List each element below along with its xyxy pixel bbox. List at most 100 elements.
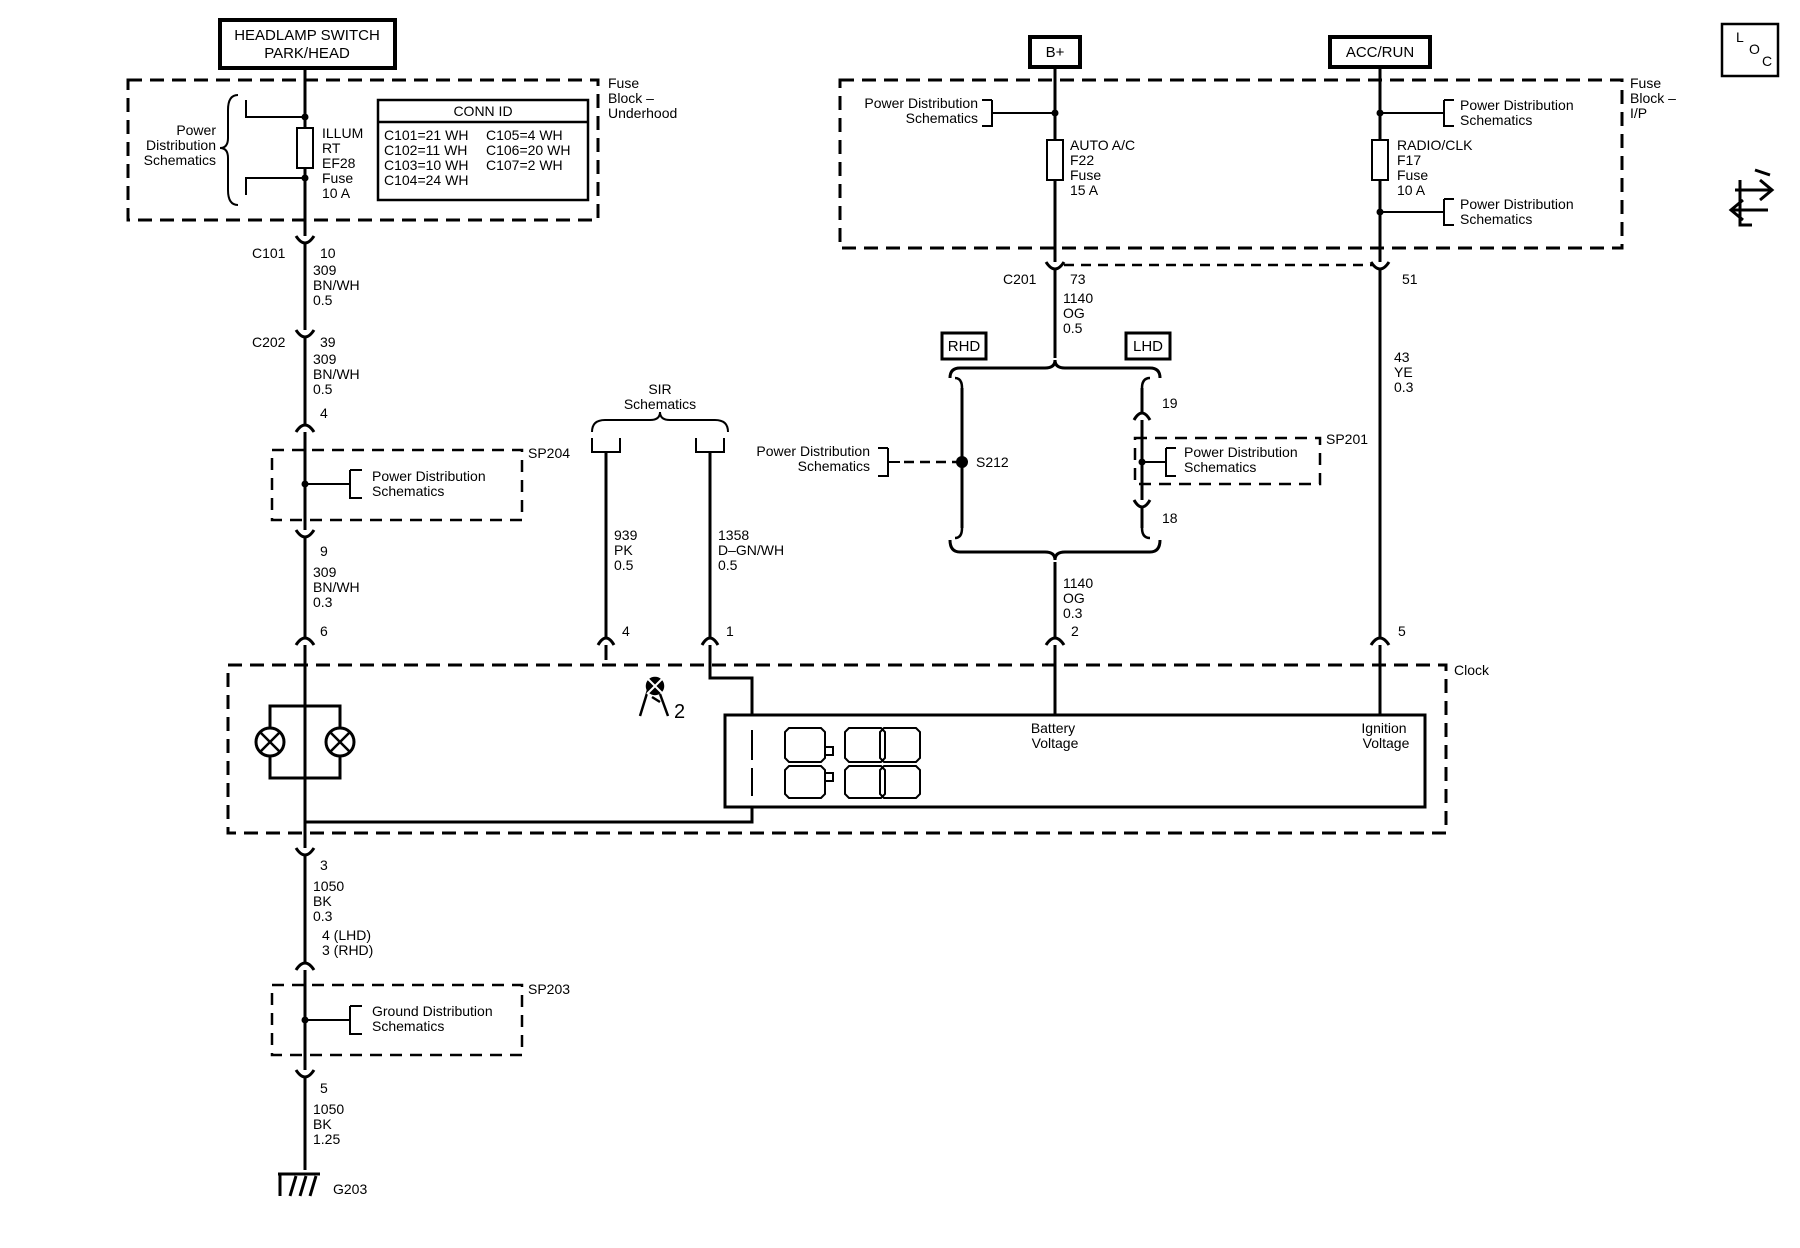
lhd-label: LHD xyxy=(1133,338,1163,355)
wire5-color: BK xyxy=(313,1116,332,1132)
center-w2-gauge: 0.3 xyxy=(1063,605,1083,621)
center-w2-color: OG xyxy=(1063,590,1085,606)
fbip-pdr1-1: Power Distribution xyxy=(1460,97,1574,113)
fbip-pdl-2: Schematics xyxy=(906,110,978,126)
fbip-pdr2-1: Power Distribution xyxy=(1460,196,1574,212)
airbag-count: 2 xyxy=(674,701,685,723)
auto-ac-fuse-label: AUTO A/C F22 Fuse 15 A xyxy=(1070,137,1135,198)
fuse-block-ip-border xyxy=(838,78,1624,250)
conn-id-c106: C106=20 WH xyxy=(486,142,570,158)
auto-ac-l3: Fuse xyxy=(1070,167,1101,183)
wire1-gauge: 0.5 xyxy=(313,292,333,308)
battery-label-1: Battery xyxy=(1031,720,1075,736)
b-plus-label: B+ xyxy=(1046,44,1065,61)
radio-clk-l1: RADIO/CLK xyxy=(1397,137,1473,153)
digit-1 xyxy=(784,727,826,799)
clock-arc-5 xyxy=(1369,636,1391,646)
sir-brace xyxy=(591,411,729,433)
sp201-arc-19 xyxy=(1132,411,1152,421)
wire4-color: BK xyxy=(313,893,332,909)
right-wire-num: 43 xyxy=(1394,349,1410,365)
colon-top xyxy=(824,746,834,756)
headlamp-switch-label-2: PARK/HEAD xyxy=(264,45,350,62)
sp204-border xyxy=(270,448,524,522)
fuse-block-underhood-border xyxy=(126,78,600,222)
fbu-title-1: Fuse xyxy=(608,75,639,91)
left-connector-arcs xyxy=(294,235,316,1079)
illum-fuse xyxy=(296,127,314,169)
wire2-num: 309 xyxy=(313,351,337,367)
fbip-pdr1-2: Schematics xyxy=(1460,112,1532,128)
sp204-pin-top: 4 xyxy=(320,405,328,421)
conn-id-c102: C102=11 WH xyxy=(384,142,467,158)
sp201-border xyxy=(1133,436,1322,486)
fbip-title-3: I/P xyxy=(1630,105,1647,121)
sp201-pin-19: 19 xyxy=(1162,395,1178,411)
wire2-gauge: 0.5 xyxy=(313,381,333,397)
airbag-icon xyxy=(638,676,670,717)
conn-id-table: CONN ID C101=21 WH C102=11 WH C103=10 WH… xyxy=(376,98,590,202)
fbu-power-distribution: Power Distribution Schematics xyxy=(144,122,217,168)
auto-ac-l4: 15 A xyxy=(1070,182,1099,198)
auto-ac-fuse xyxy=(1046,139,1064,181)
ignition-label-2: Voltage xyxy=(1363,735,1410,751)
wire5-num: 1050 xyxy=(313,1101,344,1117)
conn-id-title: CONN ID xyxy=(453,103,512,119)
rhd-box: RHD xyxy=(940,331,988,361)
fbu-brace xyxy=(219,94,239,206)
center-pd-2: Schematics xyxy=(798,458,870,474)
lhd-arc-bot xyxy=(1140,527,1151,540)
c201-pin-73: 73 xyxy=(1070,271,1086,287)
fbu-title-3: Underhood xyxy=(608,105,677,121)
sir-arc-a xyxy=(596,636,616,646)
ground-symbol xyxy=(278,1172,320,1197)
colon-bot xyxy=(824,772,834,782)
loc-letter-l: L xyxy=(1736,29,1744,45)
fbu-title-2: Block – xyxy=(608,90,654,106)
wire4-gauge: 0.3 xyxy=(313,908,333,924)
illum-fuse-l1: ILLUM xyxy=(322,125,363,141)
center-w1-gauge: 0.5 xyxy=(1063,320,1083,336)
sp201-pin-18: 18 xyxy=(1162,510,1178,526)
radio-clk-l2: F17 xyxy=(1397,152,1421,168)
sp203-label: SP203 xyxy=(528,981,570,997)
c202-pin: 39 xyxy=(320,334,336,350)
navigation-arrows-icon[interactable] xyxy=(1728,168,1775,227)
loc-icon[interactable]: L O C xyxy=(1720,22,1780,78)
sir-schematics-label: SIR Schematics xyxy=(624,381,696,412)
c202-label: C202 xyxy=(252,334,286,350)
bulb-pair xyxy=(254,665,356,822)
c201-arc-73 xyxy=(1044,261,1066,271)
clock-pin-3: 3 xyxy=(320,857,328,873)
left-wire-labels: C101 10 309 BN/WH 0.5 C202 39 309 BN/WH … xyxy=(252,245,373,1147)
fbu-pd-2: Distribution xyxy=(146,137,216,153)
fbip-pd-right1-label: Power Distribution Schematics xyxy=(1460,97,1574,128)
sir-title-2: Schematics xyxy=(624,396,696,412)
fbip-pdl-1: Power Distribution xyxy=(864,95,978,111)
right-wire-gauge: 0.3 xyxy=(1394,379,1414,395)
radio-clk-fuse xyxy=(1371,139,1389,181)
clock-pin-2: 2 xyxy=(1071,623,1079,639)
sp201-label: SP201 xyxy=(1326,431,1368,447)
sp203-pin: 5 xyxy=(320,1080,328,1096)
auto-ac-l1: AUTO A/C xyxy=(1070,137,1135,153)
sir-connector-a xyxy=(591,438,621,453)
clock-title: Clock xyxy=(1454,662,1490,678)
conn-id-c105: C105=4 WH xyxy=(486,127,563,143)
sp204-pin-bot: 9 xyxy=(320,543,328,559)
sir-wb-color: D–GN/WH xyxy=(718,542,784,558)
sir-arc-b xyxy=(700,636,720,646)
fbip-pd-left-label: Power Distribution Schematics xyxy=(864,95,978,126)
radio-clk-fuse-label: RADIO/CLK F17 Fuse 10 A xyxy=(1397,137,1473,198)
center-pd-1: Power Distribution xyxy=(756,443,870,459)
sir-wire-b-internal xyxy=(305,660,754,824)
sir-title-1: SIR xyxy=(648,381,671,397)
wire4-num: 1050 xyxy=(313,878,344,894)
fuse-block-ip-title: Fuse Block – I/P xyxy=(1630,75,1676,121)
sp201-arc-18 xyxy=(1132,499,1152,509)
c201-pin-51: 51 xyxy=(1402,271,1418,287)
illum-fuse-l2: RT xyxy=(322,140,341,156)
fbip-pd-right2-label: Power Distribution Schematics xyxy=(1460,196,1574,227)
fbu-splice-top xyxy=(301,113,309,121)
loc-letter-c: C xyxy=(1762,53,1772,69)
